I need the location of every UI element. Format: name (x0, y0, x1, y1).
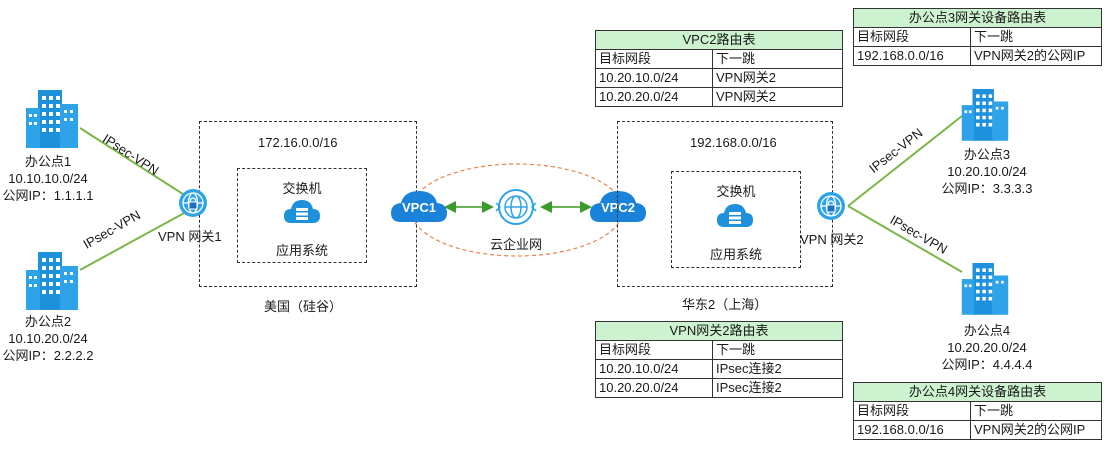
table-header-nexthop: 下一跳 (712, 49, 843, 69)
right-app-label: 应用系统 (709, 247, 762, 262)
office-name: 办公点1 (24, 154, 72, 169)
table-header-destination: 目标网段 (853, 401, 971, 421)
table-cell: IPsec连接2 (712, 378, 843, 398)
link-gw2-office3 (847, 115, 963, 207)
office-public-ip: 公网IP：1.1.1.1 (2, 188, 94, 203)
table-cell: IPsec连接2 (712, 359, 843, 379)
building-icon (24, 248, 80, 317)
table-cell: VPN网关2的公网IP (970, 46, 1102, 66)
table-header-nexthop: 下一跳 (970, 27, 1102, 47)
cen-globe-icon (494, 187, 538, 232)
office4-route-table: 办公点4网关设备路由表 目标网段 下一跳 192.168.0.0/16 VPN网… (853, 382, 1102, 440)
office2-label: 办公点2 10.10.20.0/24 公网IP：2.2.2.2 (0, 313, 96, 364)
office-cidr: 10.20.20.0/24 (947, 340, 1027, 355)
table-cell: 10.20.10.0/24 (595, 68, 713, 88)
table-cell: 10.20.20.0/24 (595, 378, 713, 398)
table-cell: 10.20.20.0/24 (595, 87, 713, 107)
right-switch-label: 交换机 (716, 184, 756, 199)
vpn-gateway1-label: VPN 网关1 (158, 229, 222, 244)
table-header-nexthop: 下一跳 (970, 401, 1102, 421)
table-title: VPC2路由表 (595, 30, 843, 50)
table-cell: VPN网关2的公网IP (970, 420, 1102, 440)
vpc1-label: VPC1 (402, 200, 436, 215)
table-header-destination: 目标网段 (595, 49, 713, 69)
office3-route-table: 办公点3网关设备路由表 目标网段 下一跳 192.168.0.0/16 VPN网… (853, 8, 1102, 66)
table-cell: 192.168.0.0/16 (853, 420, 971, 440)
switch-cloud-icon (716, 201, 754, 236)
table-cell: 192.168.0.0/16 (853, 46, 971, 66)
table-row: 10.20.20.0/24 VPN网关2 (595, 87, 843, 107)
table-row: 192.168.0.0/16 VPN网关2的公网IP (853, 420, 1102, 440)
vpc-cloud-icon (588, 188, 648, 231)
left-region-location: 美国（硅谷） (264, 299, 343, 314)
building-icon (24, 86, 80, 155)
table-row: 10.20.20.0/24 IPsec连接2 (595, 378, 843, 398)
link-office2-gw1 (79, 211, 187, 271)
table-title: 办公点4网关设备路由表 (853, 382, 1102, 402)
office-cidr: 10.10.20.0/24 (8, 331, 88, 346)
table-row: 10.20.10.0/24 VPN网关2 (595, 68, 843, 88)
table-header-nexthop: 下一跳 (712, 340, 843, 360)
table-header-destination: 目标网段 (595, 340, 713, 360)
table-cell: VPN网关2 (712, 68, 843, 88)
vpc2-route-table: VPC2路由表 目标网段 下一跳 10.20.10.0/24 VPN网关2 10… (595, 30, 843, 107)
office-public-ip: 公网IP：4.4.4.4 (941, 357, 1033, 372)
table-title: 办公点3网关设备路由表 (853, 8, 1102, 28)
right-switch-box (671, 171, 801, 268)
link-gw2-office4 (847, 205, 963, 273)
left-app-label: 应用系统 (275, 243, 328, 258)
office3-label: 办公点3 10.20.10.0/24 公网IP：3.3.3.3 (937, 146, 1037, 197)
vpc-cloud-icon (389, 188, 449, 231)
table-row: 10.20.10.0/24 IPsec连接2 (595, 359, 843, 379)
office-name: 办公点4 (963, 323, 1011, 338)
office4-label: 办公点4 10.20.20.0/24 公网IP：4.4.4.4 (937, 322, 1037, 373)
vpn-gateway-icon (178, 188, 208, 223)
office1-label: 办公点1 10.10.10.0/24 公网IP：1.1.1.1 (0, 153, 96, 204)
table-header-destination: 目标网段 (853, 27, 971, 47)
office-name: 办公点3 (963, 147, 1011, 162)
link-office1-gw1 (79, 127, 187, 197)
office-cidr: 10.20.10.0/24 (947, 164, 1027, 179)
table-cell: 10.20.10.0/24 (595, 359, 713, 379)
office-public-ip: 公网IP：3.3.3.3 (941, 181, 1033, 196)
building-icon (960, 256, 1010, 325)
cen-label: 云企业网 (489, 237, 542, 252)
right-region-location: 华东2（上海） (682, 297, 768, 312)
office-name: 办公点2 (24, 314, 72, 329)
vpn-gateway-icon (816, 191, 846, 226)
right-region-cidr: 192.168.0.0/16 (690, 135, 777, 150)
vpc2-label: VPC2 (601, 200, 635, 215)
left-switch-box (237, 168, 367, 263)
office-cidr: 10.10.10.0/24 (8, 171, 88, 186)
vpn-gw2-route-table: VPN网关2路由表 目标网段 下一跳 10.20.10.0/24 IPsec连接… (595, 321, 843, 398)
table-row: 192.168.0.0/16 VPN网关2的公网IP (853, 46, 1102, 66)
building-icon (960, 82, 1010, 151)
vpn-gateway2-label: VPN 网关2 (800, 232, 864, 247)
table-cell: VPN网关2 (712, 87, 843, 107)
left-region-cidr: 172.16.0.0/16 (258, 135, 338, 150)
table-title: VPN网关2路由表 (595, 321, 843, 341)
left-switch-label: 交换机 (282, 181, 322, 196)
office-public-ip: 公网IP：2.2.2.2 (2, 348, 94, 363)
switch-cloud-icon (283, 197, 321, 232)
